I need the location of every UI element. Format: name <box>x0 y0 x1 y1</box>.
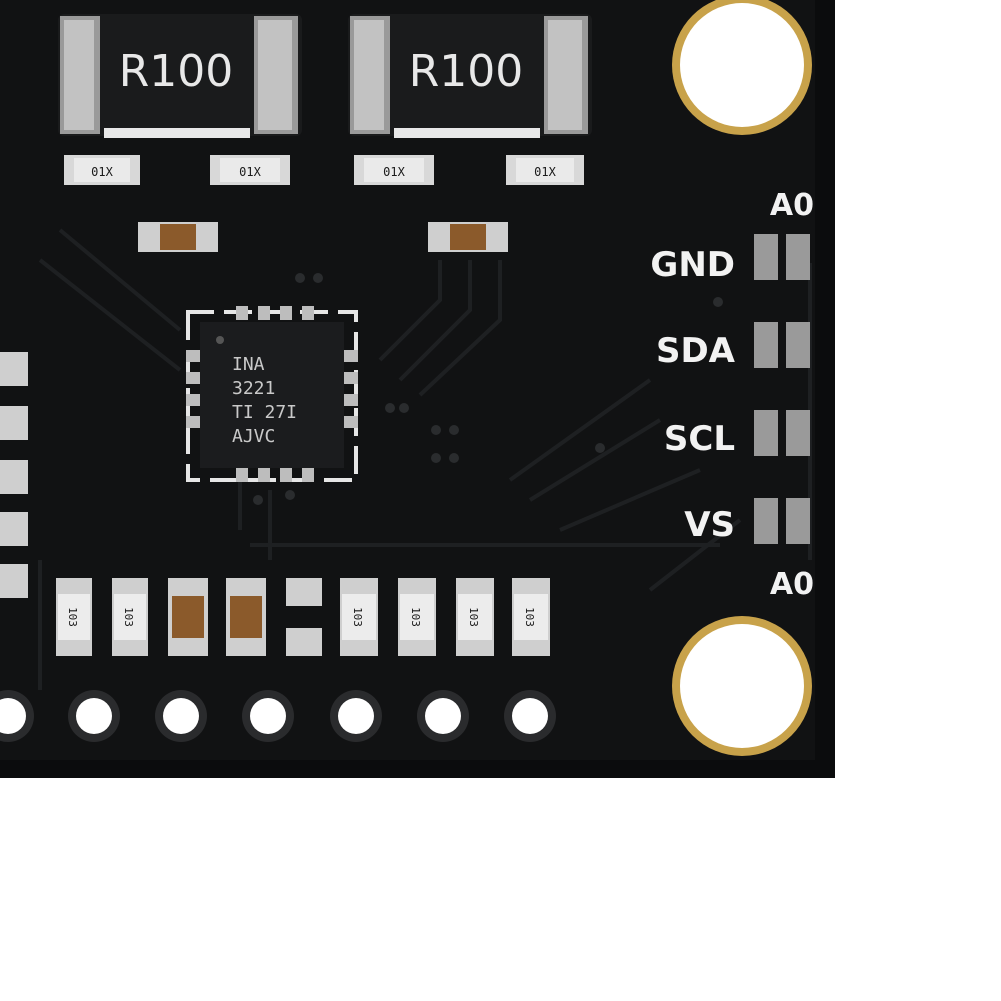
label-scl: SCL <box>664 419 735 459</box>
capacitor-1 <box>138 222 218 252</box>
ina3221-chip: INA 3221 TI 27I AJVC <box>186 306 358 482</box>
bottom-resistor-6: 103 <box>512 578 550 656</box>
shunt-marking-2: R100 <box>409 46 524 97</box>
ic-line-3: TI 27I <box>232 402 297 423</box>
bottom-capacitor-2 <box>226 578 266 656</box>
mounting-hole-top <box>672 0 812 135</box>
header-hole-3 <box>155 690 207 742</box>
header-hole-6 <box>417 690 469 742</box>
board-edge <box>815 0 835 778</box>
label-a0-bottom: A0 <box>770 567 814 602</box>
svg-text:103: 103 <box>467 607 480 627</box>
left-edge-components <box>0 352 28 598</box>
small-resistor-1: 01X <box>64 155 140 185</box>
header-holes <box>0 690 556 742</box>
bottom-resistor-2: 103 <box>112 578 148 656</box>
board-edge-bottom <box>0 760 835 778</box>
svg-text:103: 103 <box>66 607 79 627</box>
shunt-resistor-1: R100 <box>58 14 302 138</box>
svg-text:103: 103 <box>409 607 422 627</box>
small-resistor-4: 01X <box>506 155 584 185</box>
jumper-pads <box>754 234 810 544</box>
label-vs: VS <box>684 505 735 545</box>
mounting-hole-bottom <box>672 616 812 756</box>
bottom-resistor-row: 103 103 103 103 <box>56 578 550 656</box>
header-hole-4 <box>242 690 294 742</box>
label-gnd: GND <box>650 245 735 285</box>
ic-line-1: INA <box>232 354 265 375</box>
small-resistor-3: 01X <box>354 155 434 185</box>
svg-text:103: 103 <box>122 607 135 627</box>
header-hole-1 <box>0 690 34 742</box>
header-hole-5 <box>330 690 382 742</box>
bottom-resistor-3: 103 <box>340 578 378 656</box>
bottom-resistor-4: 103 <box>398 578 436 656</box>
svg-text:01X: 01X <box>239 165 261 179</box>
small-resistor-2: 01X <box>210 155 290 185</box>
bottom-resistor-1: 103 <box>56 578 92 656</box>
ic-line-4: AJVC <box>232 426 275 447</box>
ic-line-2: 3221 <box>232 378 275 399</box>
label-a0-top: A0 <box>770 188 814 223</box>
vias <box>253 273 723 505</box>
svg-text:01X: 01X <box>91 165 113 179</box>
header-hole-2 <box>68 690 120 742</box>
bottom-resistor-5: 103 <box>456 578 494 656</box>
svg-text:103: 103 <box>523 607 536 627</box>
svg-text:103: 103 <box>351 607 364 627</box>
shunt-marking-1: R100 <box>119 46 234 97</box>
svg-text:01X: 01X <box>534 165 556 179</box>
svg-text:01X: 01X <box>383 165 405 179</box>
capacitor-2 <box>428 222 508 252</box>
header-hole-7 <box>504 690 556 742</box>
bottom-diode <box>286 578 322 656</box>
bottom-capacitor-1 <box>168 578 208 656</box>
label-sda: SDA <box>656 331 736 371</box>
shunt-resistor-2: R100 <box>348 14 592 138</box>
